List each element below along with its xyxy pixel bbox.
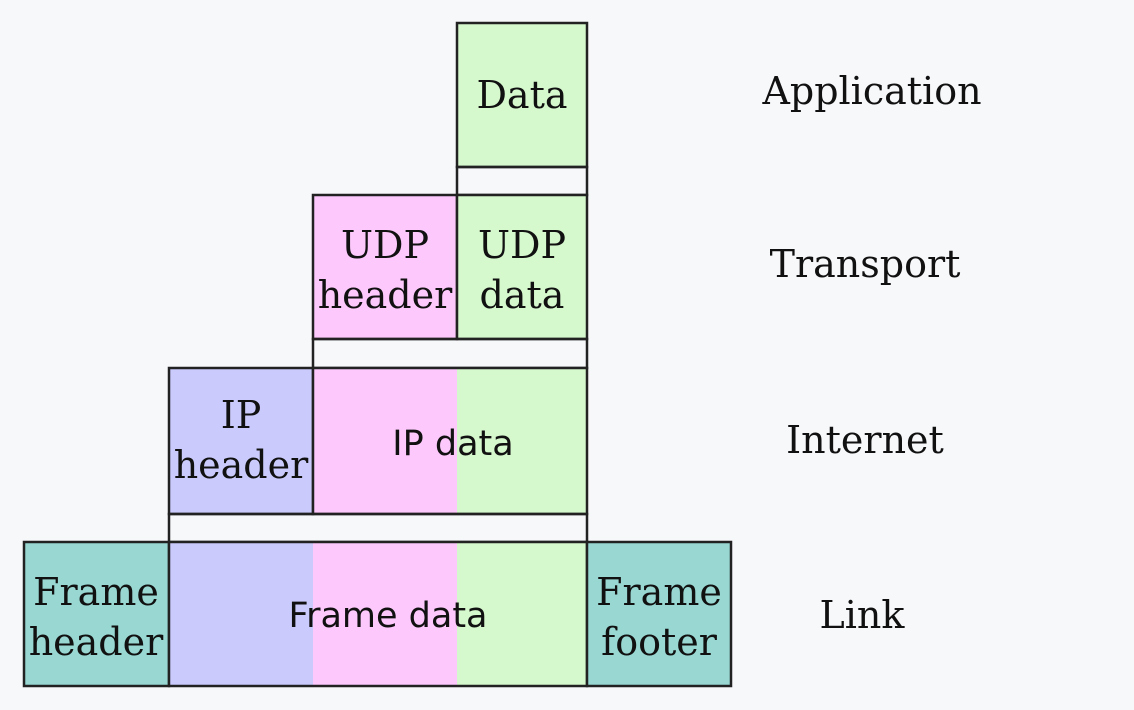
udp-header-box — [311, 193, 459, 341]
layer-label-internet: Internet — [786, 418, 944, 462]
internet-row: IP header IP data — [167, 366, 589, 516]
frame-header-label-line2: header — [29, 620, 164, 664]
frame-footer-label-line1: Frame — [596, 570, 722, 614]
udp-data-box — [455, 193, 589, 341]
frame-data-ip-header-segment — [169, 542, 313, 686]
udp-header-label-line1: UDP — [341, 223, 429, 267]
udp-data-label-line1: UDP — [478, 223, 566, 267]
application-row: Data — [455, 21, 589, 169]
ip-data-udp-data-segment — [457, 368, 587, 514]
frame-footer-box — [585, 540, 733, 688]
connector-application-transport — [455, 165, 589, 197]
connector-transport-internet — [311, 337, 589, 370]
ip-header-label-line2: header — [174, 443, 309, 487]
link-row: Frame header Frame data Frame footer — [22, 540, 733, 688]
frame-footer-label-line2: footer — [601, 620, 718, 664]
connector-internet-link — [167, 512, 589, 544]
layer-labels: Application Transport Internet Link — [761, 69, 981, 637]
ip-header-box — [167, 366, 315, 516]
ip-data-label: IP data — [392, 424, 513, 464]
frame-header-label-line1: Frame — [33, 570, 159, 614]
ip-header-label-line1: IP — [221, 393, 262, 437]
ip-data-udp-header-segment — [313, 368, 457, 514]
frame-header-box — [22, 540, 171, 688]
udp-data-label-line2: data — [480, 273, 565, 317]
layer-label-link: Link — [820, 593, 906, 637]
layer-label-application: Application — [761, 69, 981, 113]
udp-header-label-line2: header — [318, 273, 453, 317]
frame-data-udp-header-segment — [313, 542, 457, 686]
transport-row: UDP header UDP data — [311, 193, 589, 341]
frame-data-label: Frame data — [288, 596, 487, 636]
frame-data-udp-data-segment — [457, 542, 587, 686]
layer-label-transport: Transport — [770, 242, 961, 286]
application-data-box — [455, 21, 589, 169]
application-data-label: Data — [476, 73, 567, 117]
